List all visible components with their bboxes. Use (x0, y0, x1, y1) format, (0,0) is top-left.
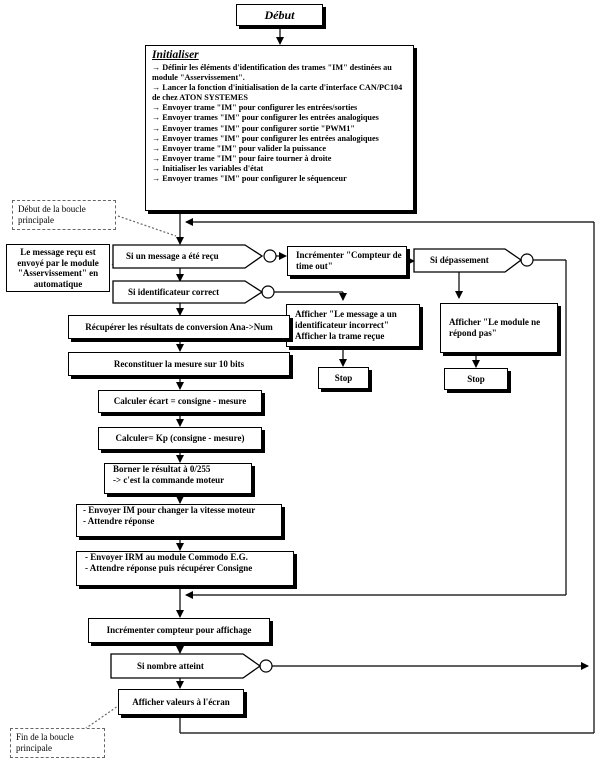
send-irm-box: - Envoyer IRM au module Commodo E.G. - A… (76, 551, 294, 586)
send-irm-line-2: - Attendre réponse puis récupérer Consig… (85, 563, 253, 573)
init-line: → Envoyer trame "IM" pour valider la pui… (152, 143, 326, 153)
init-line: → Envoyer trames "IM" pour configurer le… (152, 113, 379, 123)
read-conversion-box: Récupérer les résultats de conversion An… (68, 315, 290, 339)
bound-result-box: Borner le résultat à 0/255 -> c'est la c… (104, 463, 252, 494)
rebuild-measure-box: Reconstituer la mesure sur 10 bits (68, 352, 290, 376)
init-box: Initialiser → Définir les éléments d'ide… (145, 45, 414, 211)
init-line: → Envoyer trames "IM" pour configurer le… (152, 174, 347, 184)
display-values-box: Afficher valeurs à l'écran (118, 689, 244, 715)
compute-error-box: Calculer écart = consigne - mesure (98, 390, 262, 413)
send-im-line-2: - Attendre réponse (83, 516, 155, 526)
init-line: → Envoyer trame "IM" pour configurer les… (152, 103, 358, 113)
init-line: → Envoyer trame "IM" pour faire tourner … (152, 153, 332, 163)
show-no-response-box: Afficher "Le module ne répond pas" (440, 303, 558, 353)
stop-box-2: Stop (444, 368, 508, 390)
bound-result-line-2: -> c'est la commande moteur (113, 475, 225, 485)
start-box: Début (236, 4, 323, 26)
init-line: → Définir les éléments d'identification … (152, 63, 392, 83)
decision-count-shape (110, 653, 262, 679)
decision-overflow-shape (413, 248, 523, 273)
stop-box-1: Stop (318, 367, 369, 389)
compute-kp-box: Calculer= Kp (consigne - mesure) (98, 427, 262, 450)
decision-message-shape (112, 244, 264, 269)
send-irm-line-1: - Envoyer IRM au module Commodo E.G. (85, 552, 248, 562)
decision-identifier-shape (112, 280, 264, 304)
note-loop-end: Fin de la boucle principale (10, 728, 105, 758)
init-line: → Envoyer trames "IM" pour configurer le… (152, 133, 379, 143)
decision-overflow: Si dépassement (430, 255, 489, 265)
send-im-box: - Envoyer IM pour changer la vitesse mot… (76, 504, 282, 537)
init-line: → Lancer la fonction d'initialisation de… (152, 83, 403, 103)
increment-display-box: Incrémenter compteur pour affichage (88, 618, 270, 643)
note-loop-start: Début de la boucle principale (12, 200, 116, 230)
increment-timeout-box: Incrémenter "Compteur de time out" (287, 246, 407, 276)
show-bad-id-box: Afficher "Le message a un identificateur… (286, 304, 420, 347)
decision-message-received: Si un message a été reçu (126, 251, 219, 261)
decision-identifier-ok: Si identificateur correct (128, 287, 220, 297)
decision-count-reached: Si nombre atteint (137, 661, 204, 671)
note-message-info: Le message reçu est envoyé par le module… (6, 244, 110, 292)
send-im-line-1: - Envoyer IM pour changer la vitesse mot… (83, 505, 256, 515)
bound-result-line-1: Borner le résultat à 0/255 (113, 464, 211, 474)
init-line: → Envoyer trames "IM" pour configurer so… (152, 123, 355, 133)
init-title: Initialiser (152, 49, 199, 61)
init-line: → Initialiser les variables d'état (152, 163, 264, 173)
